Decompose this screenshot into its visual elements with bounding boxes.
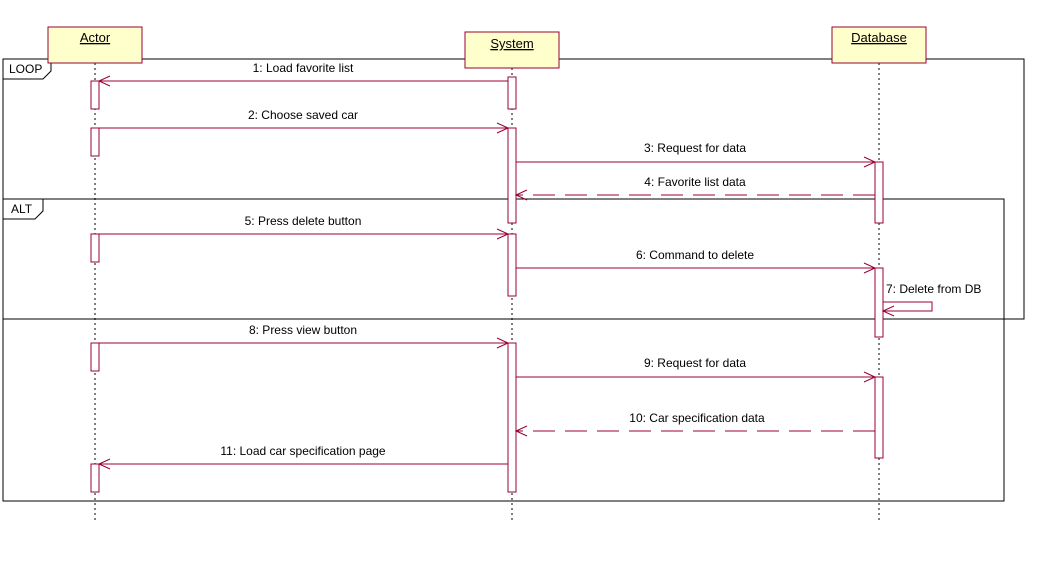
message-2: 2: Choose saved car [99,108,510,134]
message-label: 1: Load favorite list [253,61,354,75]
actor-activation [90,127,100,157]
message-5: 5: Press delete button [99,214,510,240]
message-label: 6: Command to delete [636,248,754,262]
system-name: System [490,36,533,51]
arrowhead-icon [881,305,895,317]
database-name: Database [851,30,907,45]
message-6: 6: Command to delete [516,248,877,274]
message-label: 4: Favorite list data [644,175,746,189]
self-message-arrow [883,301,933,312]
system-head [464,31,560,69]
database-activation [874,161,884,224]
system-activation [507,127,517,224]
message-label: 7: Delete from DB [886,282,981,296]
database-head [831,26,927,64]
actor-head [47,26,143,64]
arrowhead-icon [514,189,528,201]
message-label: 5: Press delete button [245,214,362,228]
alt-frame [2,198,1005,502]
database-activation [874,267,884,338]
actor-activation [90,80,100,110]
system-activation [507,233,517,297]
system-activation [507,76,517,110]
database-activation [874,376,884,459]
arrowhead-icon [514,425,528,437]
lifeline-database: Database [831,26,927,522]
arrowhead-icon [97,75,111,87]
alt-fragment: ALT [2,198,1005,502]
message-4: 4: Favorite list data [514,175,875,201]
arrowhead-icon [496,122,510,134]
message-label: 8: Press view button [249,323,357,337]
message-10: 10: Car specification data [514,411,875,437]
message-3: 3: Request for data [516,141,877,168]
actor-name: Actor [80,30,111,45]
alt-label: ALT [11,202,33,216]
message-9: 9: Request for data [516,356,877,383]
actor-activation [90,463,100,493]
arrowhead-icon [863,262,877,274]
arrowhead-icon [496,337,510,349]
loop-label: LOOP [9,62,42,76]
message-1: 1: Load favorite list [97,61,508,87]
message-7: 7: Delete from DB [881,282,981,317]
actor-activation [90,342,100,372]
message-label: 3: Request for data [644,141,746,155]
message-label: 10: Car specification data [629,411,765,425]
activations [90,76,884,493]
arrowhead-icon [97,458,111,470]
system-activation [507,342,517,493]
arrowhead-icon [863,156,877,168]
message-11: 11: Load car specification page [97,444,508,470]
arrowhead-icon [496,228,510,240]
message-label: 2: Choose saved car [248,108,358,122]
message-label: 11: Load car specification page [220,444,386,458]
arrowhead-icon [863,371,877,383]
message-8: 8: Press view button [99,323,510,349]
message-label: 9: Request for data [644,356,746,370]
loop-tab [2,58,52,80]
actor-activation [90,233,100,263]
alt-tab [2,198,44,220]
